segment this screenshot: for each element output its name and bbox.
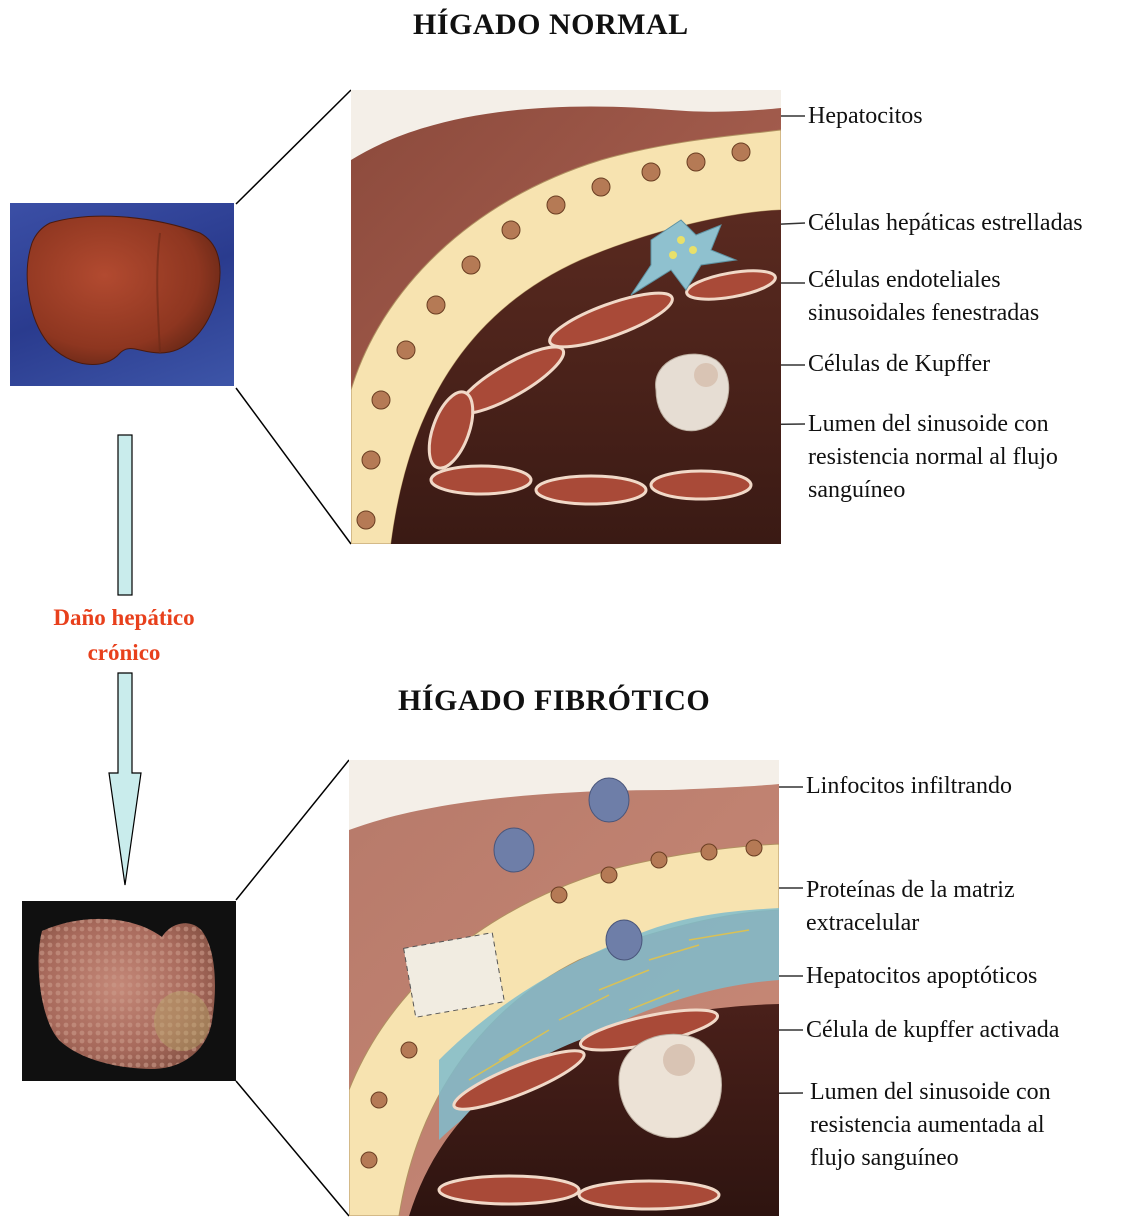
label-line: Células hepáticas estrelladas: [808, 207, 1083, 240]
label-celulas-de-kupffer: Células de Kupffer: [808, 348, 990, 381]
label-celulas-endoteliales: Células endoteliales sinusoidales fenest…: [808, 264, 1039, 330]
label-lumen-normal: Lumen del sinusoide con resistencia norm…: [808, 408, 1058, 507]
label-line: extracelular: [806, 907, 1015, 940]
zoom-line-normal-top: [236, 90, 351, 204]
label-line: sanguíneo: [808, 474, 1058, 507]
label-line: resistencia aumentada al: [810, 1109, 1051, 1142]
label-line: Proteínas de la matriz: [806, 874, 1015, 907]
label-line: Lumen del sinusoide con: [810, 1076, 1051, 1109]
label-lumen-fibrotico: Lumen del sinusoide con resistencia aume…: [810, 1076, 1051, 1175]
zoom-line-fibrotic-top: [236, 760, 349, 900]
label-line: Células endoteliales: [808, 264, 1039, 297]
fibrotic-sinusoid-illustration: [349, 760, 779, 1216]
arrow-label-line-2: crónico: [24, 635, 224, 670]
label-line: flujo sanguíneo: [810, 1142, 1051, 1175]
label-line: Lumen del sinusoide con: [808, 408, 1058, 441]
normal-sinusoid-illustration: [351, 90, 781, 544]
zoom-line-normal-bottom: [236, 388, 351, 544]
label-celulas-hepaticas-estrelladas: Células hepáticas estrelladas: [808, 207, 1083, 240]
arrow-label: Daño hepático crónico: [24, 600, 224, 670]
label-line: Linfocitos infiltrando: [806, 770, 1012, 803]
label-line: Hepatocitos apoptóticos: [806, 960, 1037, 993]
arrow-label-line-1: Daño hepático: [24, 600, 224, 635]
label-line: resistencia normal al flujo: [808, 441, 1058, 474]
zoom-line-fibrotic-bottom: [236, 1081, 349, 1216]
label-linfocitos-infiltrando: Linfocitos infiltrando: [806, 770, 1012, 803]
label-hepatocitos-apoptoticos: Hepatocitos apoptóticos: [806, 960, 1037, 993]
label-proteinas-matriz: Proteínas de la matriz extracelular: [806, 874, 1015, 940]
label-celula-kupffer-activada: Célula de kupffer activada: [806, 1014, 1059, 1047]
label-line: Células de Kupffer: [808, 348, 990, 381]
label-line: Hepatocitos: [808, 100, 923, 133]
label-line: Célula de kupffer activada: [806, 1014, 1059, 1047]
label-hepatocitos: Hepatocitos: [808, 100, 923, 133]
label-line: sinusoidales fenestradas: [808, 297, 1039, 330]
